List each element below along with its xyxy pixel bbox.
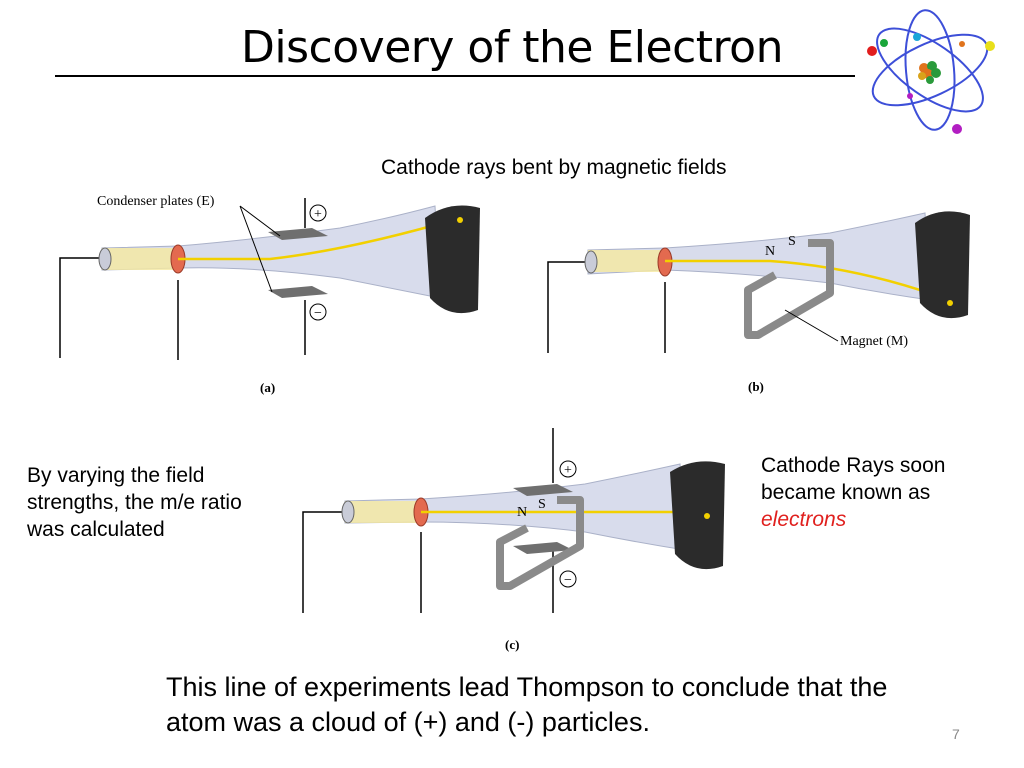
- label-north: N: [517, 505, 527, 520]
- figure-a-condenser: + − Condenser plates (E) (a): [59, 194, 480, 395]
- conclusion-text: This line of experiments lead Thompson t…: [166, 672, 888, 737]
- label-b: (b): [748, 379, 764, 394]
- figure-c-combined: N S + − (c): [302, 428, 725, 652]
- caption-electrons-emphasis: electrons: [761, 508, 847, 531]
- plus-sign: +: [564, 463, 572, 478]
- label-condenser: Condenser plates (E): [97, 194, 215, 209]
- figure-b-magnet: N S Magnet (M) (b): [547, 211, 970, 394]
- plus-sign: +: [314, 207, 322, 222]
- title-underline: [55, 75, 855, 77]
- caption-electrons-text: Cathode Rays soon became known as: [761, 454, 946, 504]
- label-a: (a): [260, 380, 275, 395]
- minus-sign: −: [564, 573, 572, 588]
- label-c: (c): [505, 637, 519, 652]
- label-south: S: [538, 497, 546, 512]
- page-number: 7: [952, 726, 960, 742]
- caption-electrons: Cathode Rays soon became known as electr…: [761, 452, 1001, 533]
- label-south: S: [788, 234, 796, 249]
- slide-title: Discovery of the Electron: [241, 22, 783, 73]
- caption-magnetic: Cathode rays bent by magnetic fields: [381, 156, 727, 179]
- minus-sign: −: [314, 306, 322, 321]
- atom-icon: [867, 9, 995, 134]
- label-north: N: [765, 244, 775, 259]
- label-magnet: Magnet (M): [840, 334, 908, 349]
- caption-varying: By varying the field strengths, the m/e …: [27, 464, 242, 541]
